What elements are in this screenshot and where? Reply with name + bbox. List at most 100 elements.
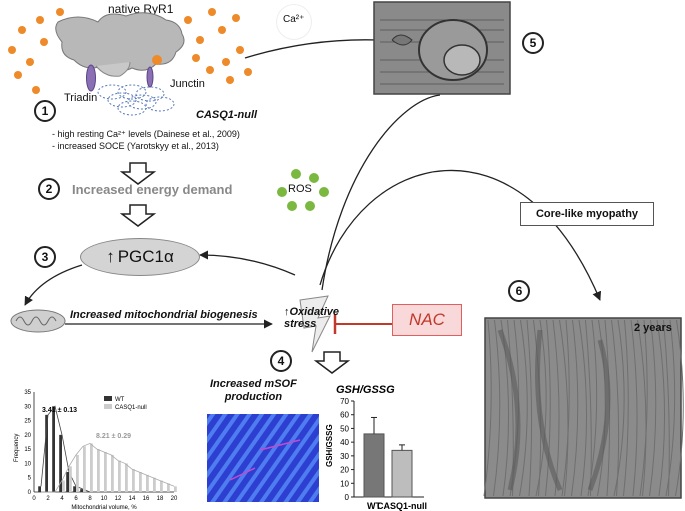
hist-bar	[132, 469, 135, 492]
hist-xtick-label: 4	[60, 496, 64, 502]
ros-dot	[309, 173, 319, 183]
striation-line	[637, 319, 647, 497]
hist-bar	[62, 480, 65, 492]
gsh-ytick-label: 10	[340, 479, 349, 488]
hist-xtick-label: 12	[115, 496, 122, 502]
bullet-item: - high resting Ca²⁺ levels (Dainese et a…	[52, 129, 240, 139]
ca-dot	[196, 36, 204, 44]
striation-line	[613, 319, 625, 497]
striation-line	[559, 319, 569, 497]
hist-bar	[160, 480, 163, 492]
striation-line	[649, 319, 657, 497]
gsh-category-label: CASQ1-null	[377, 501, 427, 511]
hist-bar	[45, 414, 48, 492]
oxidative-stress-label: Oxidative stress	[284, 306, 340, 330]
ca-dot	[184, 16, 192, 24]
gsh-ylabel: GSH/GSSG	[325, 424, 334, 467]
bullet-item: - increased SOCE (Yarotskyy et al., 2013…	[52, 141, 219, 151]
casq1-null-label: CASQ1-null	[196, 109, 258, 121]
ca-dot	[206, 66, 214, 74]
striation-line	[483, 319, 492, 497]
hist-annotation-wt: 3.41 ± 0.13	[42, 407, 77, 414]
hist-bar	[167, 483, 170, 492]
hist-ytick-label: 20	[24, 433, 31, 439]
hist-bar	[111, 454, 114, 492]
ca-ion-circle: Ca²⁺	[276, 4, 312, 40]
hist-bar	[83, 446, 86, 492]
gsh-category-label: WT	[367, 501, 381, 511]
gsh-ytick-label: 0	[345, 493, 350, 502]
hist-legend-label: WT	[115, 397, 125, 403]
two-years-label: 2 years	[634, 322, 672, 334]
oxidative-bolt-icon	[299, 295, 331, 353]
hist-annotation-casq: 8.21 ± 0.29	[96, 433, 131, 440]
ca-label: Ca²⁺	[283, 14, 305, 25]
striation-line	[656, 319, 666, 497]
hist-bar	[153, 477, 156, 492]
gsh-ytick-label: 50	[340, 424, 349, 433]
energy-demand-label: Increased energy demand	[72, 182, 233, 197]
hist-xtick-label: 10	[101, 496, 108, 502]
step-1-badge: 1	[34, 100, 56, 122]
hist-ytick-label: 5	[28, 476, 32, 482]
ca-dot	[244, 68, 252, 76]
hist-xtick-label: 14	[129, 496, 136, 502]
gsh-ytick-label: 20	[340, 466, 349, 475]
ros-label: ROS	[288, 183, 312, 195]
hist-bar	[59, 434, 62, 492]
down-arrow-2	[119, 204, 157, 227]
step-6-badge: 6	[508, 280, 530, 302]
gsh-ytick-label: 70	[340, 397, 349, 406]
striation-line	[587, 319, 598, 497]
striation-line	[675, 319, 684, 497]
ros-dot	[305, 201, 315, 211]
striation-line	[623, 319, 629, 497]
ca-dot	[32, 86, 40, 94]
step-5-badge: 5	[522, 32, 544, 54]
ca-dot	[56, 8, 64, 16]
oxidative-to-core-curve	[319, 169, 602, 301]
triadin-label: Triadin	[64, 92, 98, 104]
hist-bar	[139, 472, 142, 492]
ca-dot	[192, 54, 200, 62]
gsh-title: GSH/GSSG	[336, 384, 395, 396]
oxidative-up-arrow: ↑	[284, 306, 290, 318]
ca-dot	[18, 26, 26, 34]
striation-line	[578, 319, 588, 497]
hist-xtick-label: 0	[32, 496, 36, 502]
step-4-badge: 4	[270, 350, 292, 372]
hist-bar	[97, 449, 100, 492]
ros-dot	[291, 169, 301, 179]
striation-line	[545, 319, 551, 497]
ca-dot	[222, 58, 230, 66]
down-arrow-1	[119, 162, 157, 185]
biogenesis-label: Increased mitochondrial biogenesis	[70, 309, 258, 321]
ca-dot	[26, 58, 34, 66]
core-myopathy-box: Core-like myopathy	[520, 202, 654, 226]
msof-label: Increased mSOF production	[210, 378, 297, 403]
hist-bar	[73, 486, 76, 492]
hist-xtick-label: 8	[88, 496, 92, 502]
hist-ytick-label: 10	[24, 461, 31, 467]
ca-dot	[36, 16, 44, 24]
striation-line	[535, 319, 547, 497]
pgc1a-up-arrow: ↑	[106, 247, 115, 266]
hist-bar	[69, 466, 72, 492]
hist-ytick-label: 30	[24, 404, 31, 410]
striation-line	[519, 319, 528, 497]
hist-bar	[66, 472, 69, 492]
ca-dot	[232, 14, 240, 22]
down-arrow-4	[313, 351, 351, 374]
hist-xtick-label: 6	[74, 496, 78, 502]
em-to-oxidative-curve	[321, 94, 441, 291]
ryr-to-em-curve	[244, 39, 379, 59]
hist-xlabel: Mitochondrial volume, %	[71, 505, 137, 511]
hist-bar	[90, 443, 93, 492]
core-myopathy-label: Core-like myopathy	[535, 208, 639, 220]
